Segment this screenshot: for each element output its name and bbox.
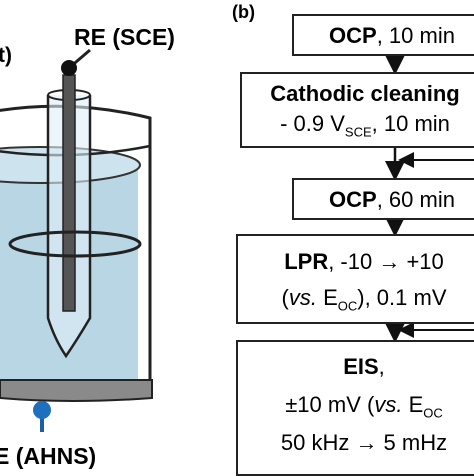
step-eis-title: EIS	[343, 354, 379, 379]
step-eis-vs: vs.	[374, 392, 403, 417]
step-cathodic-cleaning: Cathodic cleaning - 0.9 VSCE, 10 min	[240, 72, 474, 148]
counter-electrode-ring	[8, 230, 142, 258]
step-lpr: LPR, -10 → +10 (vs. EOC), 0.1 mV	[236, 234, 474, 324]
working-electrode-connector	[33, 401, 51, 419]
step-cathodic-title: Cathodic cleaning	[270, 81, 460, 106]
step-lpr-vs: vs.	[288, 285, 317, 310]
step-lpr-range: , -10 → +10	[328, 249, 444, 274]
step-eis-title-suffix: ,	[378, 354, 385, 379]
step-lpr-title: LPR	[284, 249, 329, 274]
step-ocp-10min-text: , 10 min	[376, 23, 455, 48]
step-lpr-e: E	[316, 285, 338, 310]
step-cathodic-potential: - 0.9 V	[280, 111, 345, 136]
panel-a-label-partial: t)	[0, 44, 12, 67]
step-lpr-e-sub: OC	[337, 298, 358, 314]
step-ocp-10min: OCP, 10 min	[292, 14, 474, 56]
panel-b-label: (b)	[232, 2, 255, 22]
step-ocp-60min-title: OCP	[329, 187, 377, 212]
working-electrode-disc	[0, 379, 153, 402]
reference-electrode-label: RE (SCE)	[74, 24, 175, 50]
step-ocp-60min-text: , 60 min	[376, 187, 455, 212]
step-lpr-rate: ), 0.1 mV	[357, 285, 447, 310]
step-eis-amplitude: ±10 mV (	[285, 392, 375, 417]
step-eis-e: E	[402, 392, 424, 417]
step-eis: EIS, ±10 mV (vs. EOC 50 kHz → 5 mHz	[236, 340, 474, 476]
step-ocp-60min: OCP, 60 min	[292, 178, 474, 220]
step-cathodic-duration: , 10 min	[371, 111, 450, 136]
step-eis-e-sub: OC	[423, 405, 443, 421]
reference-connector-dot	[61, 60, 77, 76]
working-electrode-label: E (AHNS)	[0, 443, 97, 469]
step-eis-frequency: 50 kHz → 5 mHz	[280, 430, 448, 455]
step-cathodic-potential-sub: SCE	[344, 124, 372, 140]
step-ocp-10min-title: OCP	[329, 23, 377, 48]
